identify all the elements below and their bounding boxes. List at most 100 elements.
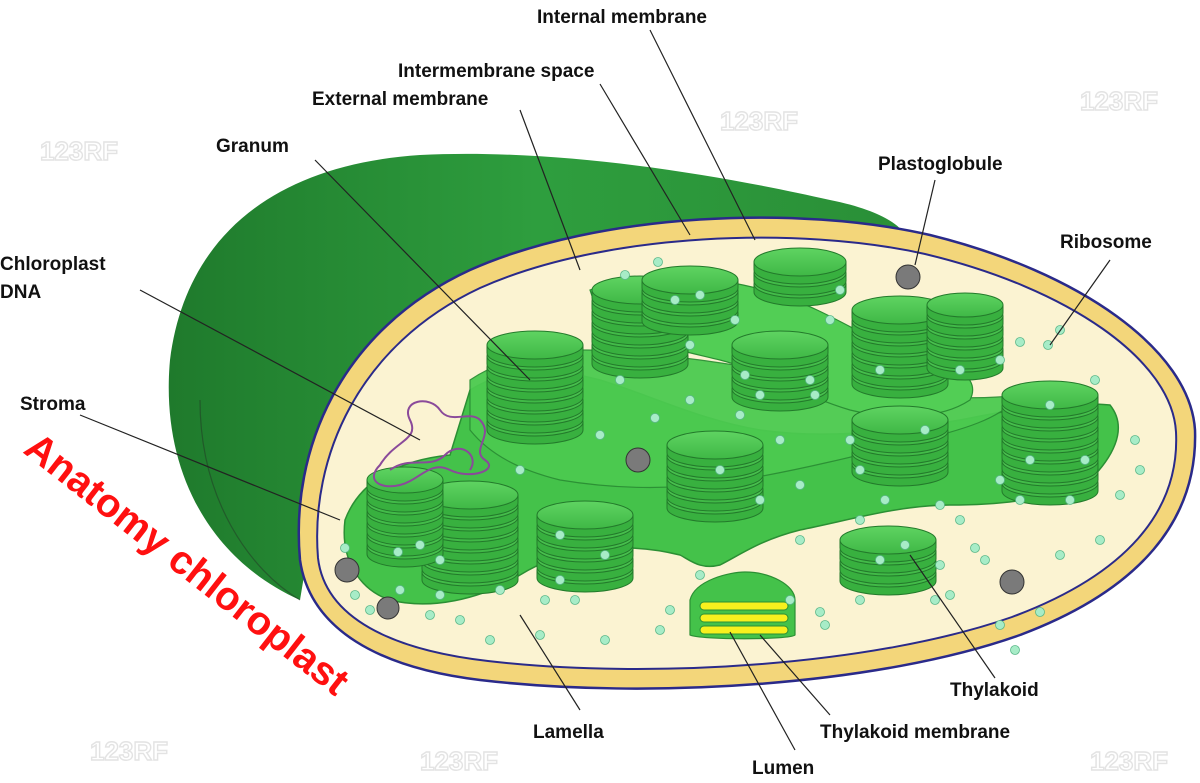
watermark: 123RF: [1090, 746, 1168, 776]
thylakoid-disc-top: [840, 526, 936, 554]
ribosome-dot: [741, 371, 750, 380]
ribosome-dot: [846, 436, 855, 445]
thylakoid-disc-top: [367, 467, 443, 493]
ribosome-dot: [1044, 341, 1053, 350]
ribosome-dot: [936, 501, 945, 510]
ribosome-dot: [1116, 491, 1125, 500]
ribosome-dot: [556, 531, 565, 540]
ribosome-dot: [541, 596, 550, 605]
ribosome-dot: [811, 391, 820, 400]
ribosome-dot: [796, 536, 805, 545]
ribosome-dot: [881, 496, 890, 505]
ribosome-dot: [946, 591, 955, 600]
ribosome-dot: [416, 541, 425, 550]
ribosome-dot: [426, 611, 435, 620]
ribosome-dot: [1026, 456, 1035, 465]
label-granum: Granum: [216, 136, 289, 157]
ribosome-dot: [394, 548, 403, 557]
ribosome-dot: [876, 556, 885, 565]
thylakoid-disc-top: [487, 331, 583, 359]
lumen-section: [690, 572, 795, 639]
ribosome-dot: [686, 341, 695, 350]
ribosome-dot: [936, 561, 945, 570]
ribosome-dot: [516, 466, 525, 475]
ribosome-dot: [836, 286, 845, 295]
ribosome-dot: [821, 621, 830, 630]
ribosome-dot: [686, 396, 695, 405]
thylakoid-disc-top: [732, 331, 828, 359]
label-lumen: Lumen: [752, 758, 814, 779]
ribosome-dot: [856, 516, 865, 525]
ribosome-dot: [651, 414, 660, 423]
watermark: 123RF: [40, 136, 118, 166]
ribosome-dot: [856, 466, 865, 475]
thylakoid-disc-top: [667, 431, 763, 459]
ribosome-dot: [341, 544, 350, 553]
label-ribosome: Ribosome: [1060, 232, 1152, 253]
ribosome-dot: [956, 516, 965, 525]
ribosome-dot: [666, 606, 675, 615]
ribosome-dot: [901, 541, 910, 550]
watermark: 123RF: [90, 736, 168, 766]
ribosome-dot: [956, 366, 965, 375]
ribosome-dot: [996, 621, 1005, 630]
ribosome-dot: [671, 296, 680, 305]
ribosome-dot: [351, 591, 360, 600]
ribosome-dot: [436, 556, 445, 565]
ribosome-dot: [931, 596, 940, 605]
ribosome-dot: [601, 636, 610, 645]
ribosome-dot: [654, 258, 663, 267]
ribosome-dot: [656, 626, 665, 635]
ribosome-dot: [806, 376, 815, 385]
ribosome-dot: [596, 431, 605, 440]
ribosome-dot: [1091, 376, 1100, 385]
ribosome-dot: [1131, 436, 1140, 445]
ribosome-dot: [1016, 338, 1025, 347]
ribosome-dot: [736, 411, 745, 420]
ribosome-dot: [786, 596, 795, 605]
label-stroma: Stroma: [20, 394, 86, 415]
ribosome-dot: [571, 596, 580, 605]
ribosome-dot: [731, 316, 740, 325]
ribosome-dot: [436, 591, 445, 600]
label-lamella: Lamella: [533, 722, 604, 743]
ribosome-dot: [1136, 466, 1145, 475]
thylakoid-disc-top: [927, 293, 1003, 317]
ribosome-dot: [486, 636, 495, 645]
ribosome-dot: [971, 544, 980, 553]
ribosome-dot: [1016, 496, 1025, 505]
watermark: 123RF: [720, 106, 798, 136]
ribosome-dot: [536, 631, 545, 640]
ribosome-dot: [1056, 551, 1065, 560]
ribosome-dot: [996, 356, 1005, 365]
watermark: 123RF: [1080, 86, 1158, 116]
ribosome-dot: [601, 551, 610, 560]
label-external-membrane: External membrane: [312, 89, 488, 110]
ribosome-dot: [816, 608, 825, 617]
ribosome-dot: [1066, 496, 1075, 505]
ribosome-dot: [716, 466, 725, 475]
label-thylakoid-membrane: Thylakoid membrane: [820, 722, 1010, 743]
ribosome-dot: [876, 366, 885, 375]
ribosome-dot: [1011, 646, 1020, 655]
ribosome-dot: [996, 476, 1005, 485]
label-chloroplast-dna-line2: DNA: [0, 282, 41, 303]
ribosome-dot: [796, 481, 805, 490]
ribosome-dot: [696, 291, 705, 300]
ribosome-dot: [856, 596, 865, 605]
label-intermembrane-space: Intermembrane space: [398, 61, 594, 82]
ribosome-dot: [1081, 456, 1090, 465]
ribosome-dot: [1046, 401, 1055, 410]
ribosome-dot: [981, 556, 990, 565]
thylakoid-disc-top: [754, 248, 846, 276]
label-chloroplast-dna-line1: Chloroplast: [0, 254, 106, 275]
ribosome-dot: [396, 586, 405, 595]
ribosome-dot: [756, 391, 765, 400]
ribosome-dot: [826, 316, 835, 325]
label-internal-membrane: Internal membrane: [537, 7, 707, 28]
ribosome-dot: [1096, 536, 1105, 545]
label-plastoglobule: Plastoglobule: [878, 154, 1003, 175]
ribosome-dot: [921, 426, 930, 435]
thylakoid-disc-top: [852, 406, 948, 434]
